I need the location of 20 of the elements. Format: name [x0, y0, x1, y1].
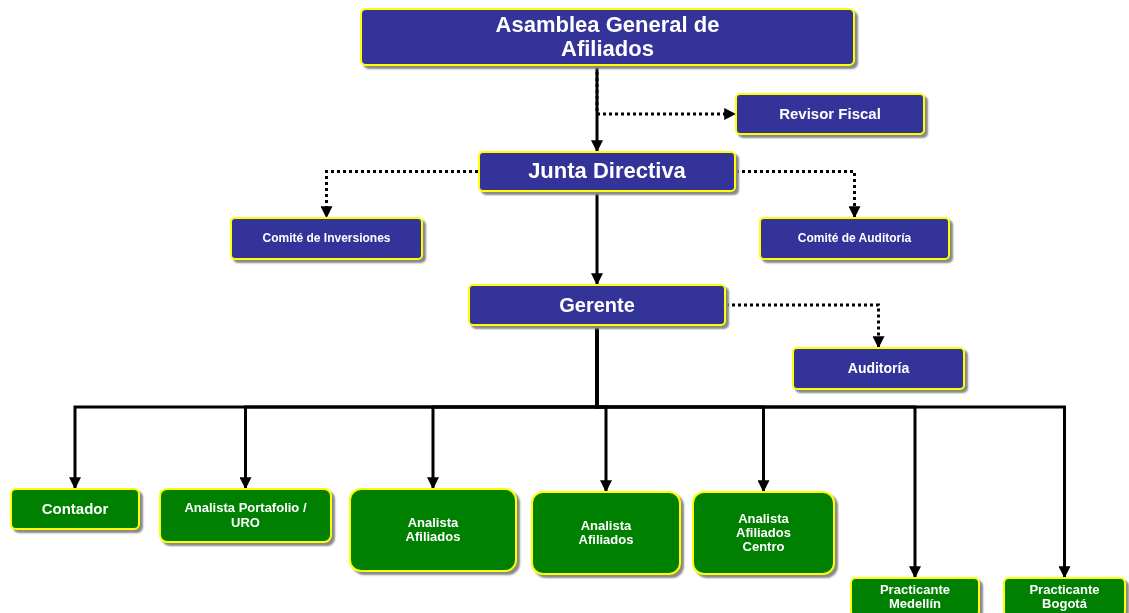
staff-box: Analista Portafolio / URO: [159, 488, 332, 543]
staff-box: Contador: [10, 488, 140, 530]
dotted-arrow: [736, 170, 861, 219]
dotted-arrow: [320, 170, 478, 219]
governance-box: Auditoría: [792, 347, 965, 390]
dotted-arrow: [726, 303, 885, 349]
staff-box: Practicante Medellín: [850, 577, 980, 613]
governance-box: Gerente: [468, 284, 726, 326]
governance-box: Asamblea General de Afiliados: [360, 8, 855, 66]
governance-box: Comité de Auditoría: [759, 217, 950, 260]
staff-box: Analista Afiliados: [531, 491, 681, 575]
staff-box: Practicante Bogotá: [1003, 577, 1126, 613]
dotted-arrow: [595, 66, 737, 120]
governance-box: Revisor Fiscal: [735, 93, 925, 135]
governance-box: Comité de Inversiones: [230, 217, 423, 260]
arrow: [591, 66, 603, 153]
staff-box: Analista Afiliados Centro: [692, 491, 835, 575]
staff-box: Analista Afiliados: [349, 488, 517, 572]
arrow: [591, 192, 603, 286]
governance-box: Junta Directiva: [478, 151, 736, 192]
